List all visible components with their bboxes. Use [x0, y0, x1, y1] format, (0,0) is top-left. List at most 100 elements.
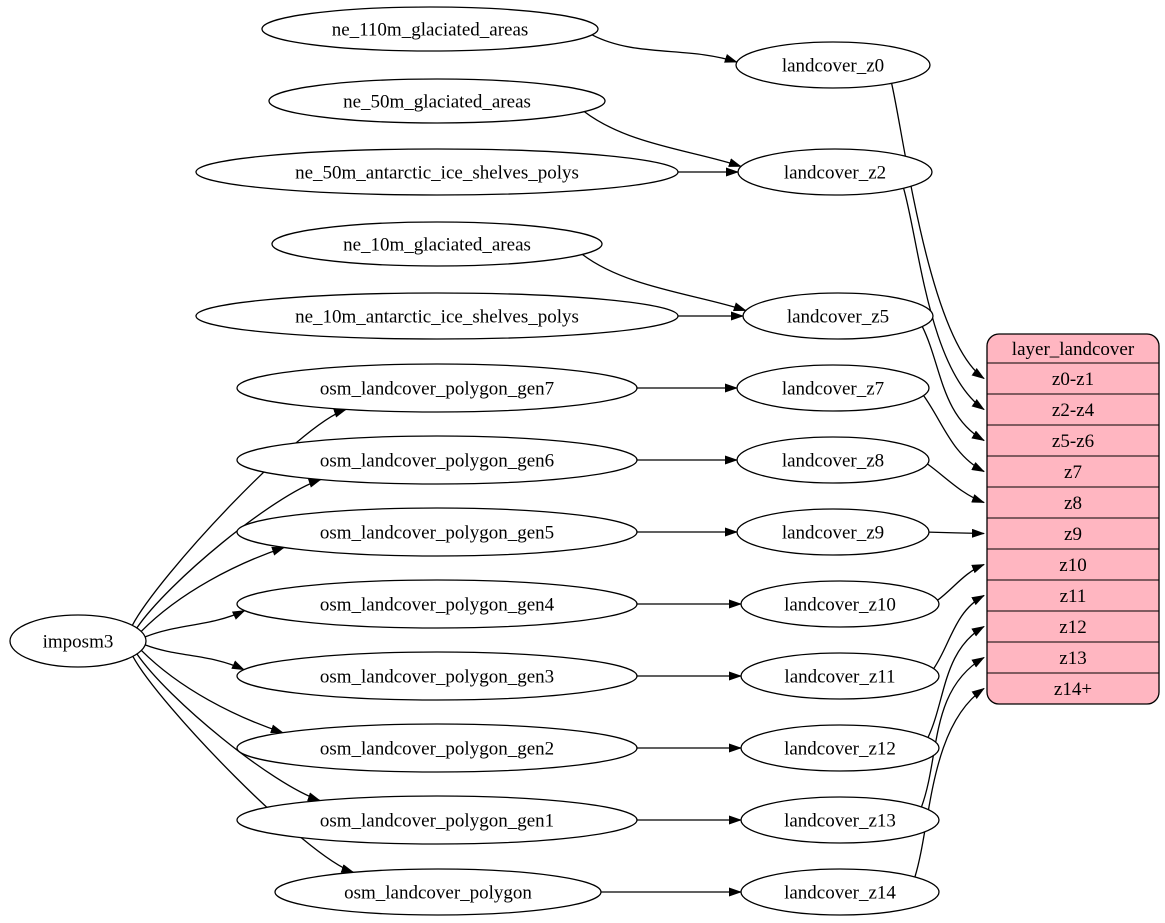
- node-landcover-z9: landcover_z9: [736, 508, 930, 556]
- node-ne-10m-antarctic-ice-shelves-polys: ne_10m_antarctic_ice_shelves_polys: [195, 292, 679, 340]
- node-label: landcover_z8: [782, 451, 884, 472]
- node-label: ne_10m_antarctic_ice_shelves_polys: [295, 307, 579, 328]
- node-ellipse: [740, 652, 940, 700]
- node-ellipse: [195, 292, 679, 340]
- node-ellipse: [236, 795, 638, 845]
- node-ellipse: [236, 363, 638, 413]
- node-label: ne_50m_glaciated_areas: [343, 92, 531, 113]
- node-ellipse: [735, 41, 931, 89]
- node-landcover-z5: landcover_z5: [742, 292, 934, 340]
- node-ellipse: [195, 148, 679, 196]
- edge-imposm3-to-osm-landcover-polygon-gen6: [136, 478, 322, 629]
- record-row-z11: z11: [1060, 586, 1087, 607]
- node-ellipse: [271, 221, 603, 267]
- node-landcover-z7: landcover_z7: [736, 364, 930, 412]
- node-ellipse: [274, 868, 602, 916]
- edge-landcover-z0-to-layer-landcover-z0-z1: [890, 83, 985, 380]
- node-osm-landcover-polygon: osm_landcover_polygon: [274, 868, 602, 916]
- edge-landcover-z11-to-layer-landcover-z11: [933, 594, 985, 669]
- node-label: landcover_z14: [784, 883, 896, 904]
- node-label: landcover_z9: [782, 523, 884, 544]
- node-ellipse: [736, 364, 930, 412]
- record-row-z2-z4: z2-z4: [1052, 400, 1095, 421]
- node-ellipse: [737, 148, 933, 196]
- node-label: ne_10m_glaciated_areas: [343, 235, 531, 256]
- edge-landcover-z10-to-layer-landcover-z10: [937, 563, 985, 601]
- node-osm-landcover-polygon-gen6: osm_landcover_polygon_gen6: [236, 435, 638, 485]
- record-row-z7: z7: [1064, 462, 1082, 483]
- node-landcover-z14: landcover_z14: [740, 868, 940, 916]
- edge-imposm3-to-osm-landcover-polygon-gen1: [136, 653, 321, 802]
- node-label: imposm3: [43, 632, 114, 653]
- record-title: layer_landcover: [1012, 339, 1135, 360]
- node-osm-landcover-polygon-gen7: osm_landcover_polygon_gen7: [236, 363, 638, 413]
- edge-landcover-z9-to-layer-landcover-z9: [928, 528, 985, 538]
- node-ne-50m-glaciated-areas: ne_50m_glaciated_areas: [268, 78, 606, 124]
- node-label: osm_landcover_polygon_gen6: [320, 451, 554, 472]
- edges-layer: [131, 34, 985, 897]
- edge-imposm3-to-osm-landcover-polygon-gen2: [140, 649, 284, 734]
- node-ellipse: [261, 6, 599, 52]
- node-osm-landcover-polygon-gen5: osm_landcover_polygon_gen5: [236, 507, 638, 557]
- record-row-z13: z13: [1059, 648, 1086, 669]
- node-label: ne_50m_antarctic_ice_shelves_polys: [295, 163, 579, 184]
- edge-imposm3-to-osm-landcover-polygon-gen4: [144, 610, 246, 638]
- record-row-z10: z10: [1059, 555, 1086, 576]
- record-row-z12: z12: [1059, 617, 1086, 638]
- node-label: landcover_z2: [784, 163, 886, 184]
- node-ne-110m-glaciated-areas: ne_110m_glaciated_areas: [261, 6, 599, 52]
- node-osm-landcover-polygon-gen1: osm_landcover_polygon_gen1: [236, 795, 638, 845]
- node-osm-landcover-polygon-gen3: osm_landcover_polygon_gen3: [236, 651, 638, 701]
- edge-landcover-z8-to-layer-landcover-z8: [927, 463, 985, 504]
- edge-ne-110m-glaciated-areas-to-landcover-z0: [591, 34, 738, 63]
- node-ellipse: [236, 507, 638, 557]
- node-label: osm_landcover_polygon_gen1: [320, 811, 554, 832]
- node-ellipse: [268, 78, 606, 124]
- node-ellipse: [736, 508, 930, 556]
- node-ne-50m-antarctic-ice-shelves-polys: ne_50m_antarctic_ice_shelves_polys: [195, 148, 679, 196]
- edge-ne-10m-glaciated-areas-to-landcover-z5: [581, 253, 747, 312]
- node-ellipse: [236, 579, 638, 629]
- edge-imposm3-to-osm-landcover-polygon-gen5: [140, 546, 286, 632]
- node-osm-landcover-polygon-gen2: osm_landcover_polygon_gen2: [236, 723, 638, 773]
- node-landcover-z0: landcover_z0: [735, 41, 931, 89]
- node-label: ne_110m_glaciated_areas: [332, 20, 529, 41]
- node-label: landcover_z11: [784, 667, 895, 688]
- node-landcover-z10: landcover_z10: [740, 580, 940, 628]
- node-label: landcover_z7: [782, 379, 884, 400]
- record-row-z14: z14+: [1054, 679, 1092, 700]
- node-imposm3: imposm3: [9, 614, 147, 668]
- edge-landcover-z12-to-layer-landcover-z12: [927, 625, 985, 738]
- edge-landcover-z5-to-layer-landcover-z5-z6: [921, 326, 985, 442]
- edge-imposm3-to-osm-landcover-polygon: [132, 656, 355, 873]
- node-ne-10m-glaciated-areas: ne_10m_glaciated_areas: [271, 221, 603, 267]
- node-label: landcover_z0: [782, 56, 884, 77]
- edge-landcover-z14-to-layer-landcover-z14: [914, 687, 985, 878]
- node-label: landcover_z10: [784, 595, 896, 616]
- edge-landcover-z2-to-layer-landcover-z2-z4: [902, 188, 985, 411]
- node-label: osm_landcover_polygon_gen5: [320, 523, 554, 544]
- node-label: osm_landcover_polygon_gen4: [320, 595, 555, 616]
- node-label: osm_landcover_polygon_gen3: [320, 667, 554, 688]
- node-ellipse: [742, 292, 934, 340]
- record-row-z8: z8: [1064, 493, 1082, 514]
- node-osm-landcover-polygon-gen4: osm_landcover_polygon_gen4: [236, 579, 638, 629]
- node-landcover-z8: landcover_z8: [736, 436, 930, 484]
- node-ellipse: [740, 868, 940, 916]
- record-row-z9: z9: [1064, 524, 1082, 545]
- record-row-z5-z6: z5-z6: [1052, 431, 1094, 452]
- node-landcover-z12: landcover_z12: [740, 724, 940, 772]
- node-landcover-z11: landcover_z11: [740, 652, 940, 700]
- node-ellipse: [236, 651, 638, 701]
- node-ellipse: [740, 580, 940, 628]
- edge-imposm3-to-osm-landcover-polygon-gen3: [144, 644, 245, 671]
- node-label: landcover_z12: [784, 739, 896, 760]
- node-ellipse: [736, 436, 930, 484]
- node-ellipse: [236, 723, 638, 773]
- node-label: osm_landcover_polygon_gen2: [320, 739, 554, 760]
- node-ellipse: [236, 435, 638, 485]
- node-label: osm_landcover_polygon_gen7: [320, 379, 554, 400]
- edge-landcover-z7-to-layer-landcover-z7: [923, 395, 985, 473]
